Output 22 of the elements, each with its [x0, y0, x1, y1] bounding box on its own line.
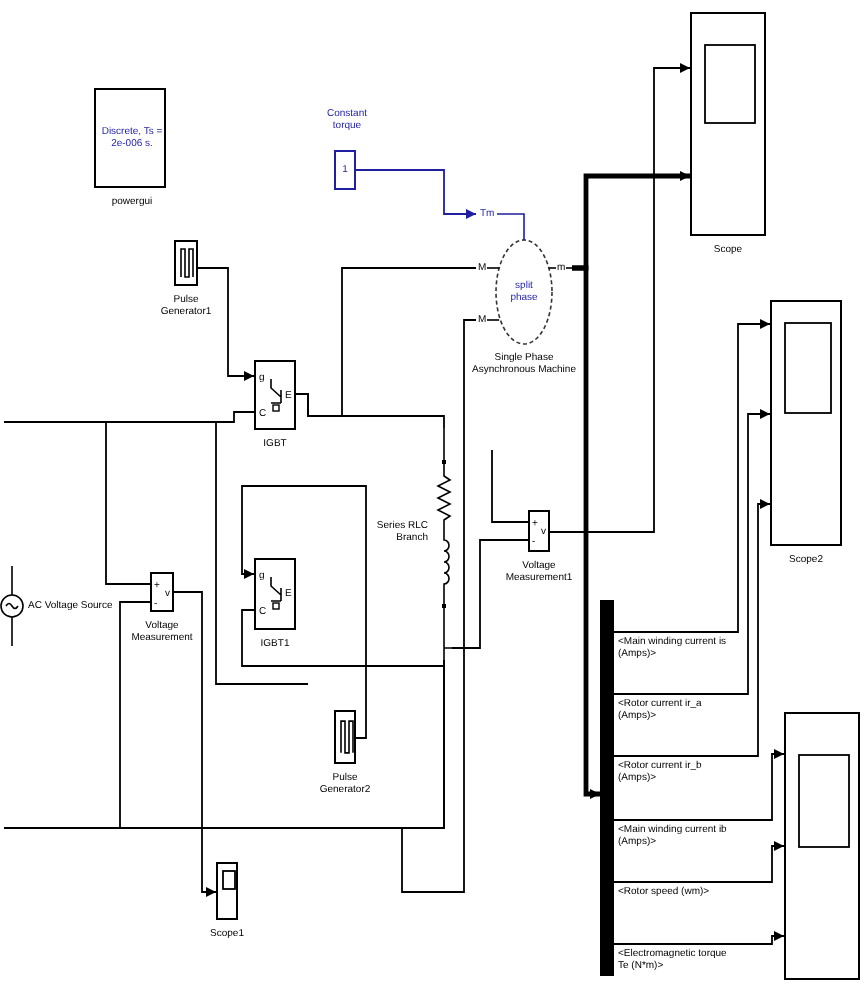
connector-line: [451, 539, 529, 649]
connector-line: [401, 319, 477, 893]
signal-arrow: [241, 485, 367, 739]
bus-selector-bar: [600, 600, 614, 976]
connector-line: [241, 609, 445, 667]
signal-arrow: [613, 409, 771, 695]
connector-line: [105, 421, 151, 585]
signal-arrow: [613, 841, 785, 883]
signal-arrow: [613, 749, 785, 821]
signal-arrow: [549, 63, 691, 533]
signal-arrow: [572, 265, 600, 799]
signal-arrow: [613, 931, 785, 945]
scope-block: [784, 712, 860, 980]
signal-arrow: [355, 169, 477, 219]
connector-line: [491, 449, 529, 523]
connector-line: [119, 601, 151, 829]
connector-line: [3, 411, 255, 423]
connector-line: [295, 267, 477, 417]
signal-arrow: [173, 591, 217, 897]
signal-arrow: [613, 499, 771, 757]
signal-arrow: [197, 267, 255, 381]
signal-arrow: [613, 319, 771, 633]
